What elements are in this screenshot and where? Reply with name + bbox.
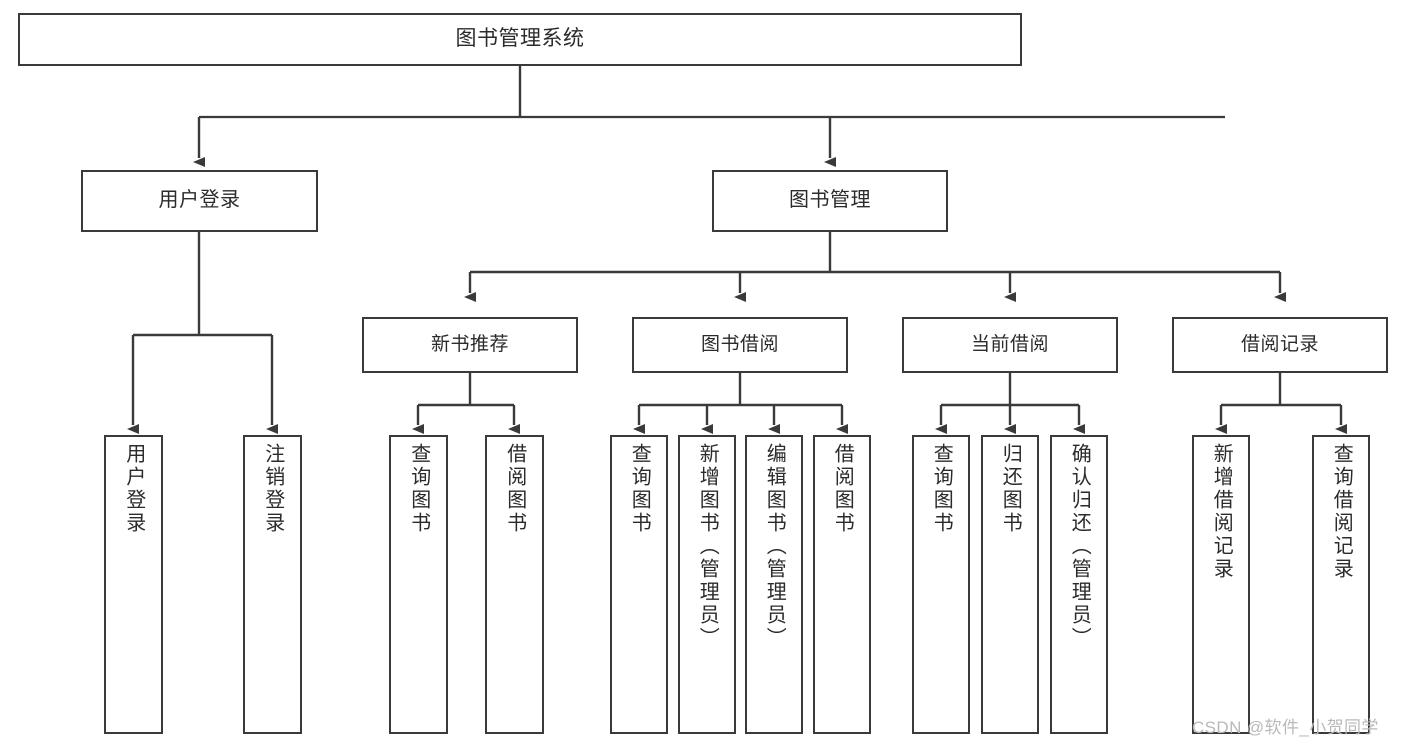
leaf-book-borrow-edit[interactable]: 编辑图书（管理员） (745, 435, 803, 734)
node-label: 用户登录 (158, 189, 241, 212)
node-label: 查询图书 (930, 443, 953, 535)
node-label: 用户登录 (122, 443, 145, 535)
node-current-borrow[interactable]: 当前借阅 (902, 317, 1118, 373)
node-label: 确认归还（管理员） (1068, 443, 1091, 650)
node-book-borrow[interactable]: 图书借阅 (632, 317, 848, 373)
watermark: CSDN @软件_小贺同学 (1192, 718, 1379, 737)
node-root-system[interactable]: 图书管理系统 (18, 13, 1022, 66)
leaf-current-borrow-query[interactable]: 查询图书 (912, 435, 970, 734)
leaf-borrow-record-add[interactable]: 新增借阅记录 (1192, 435, 1250, 734)
node-new-book-recommend[interactable]: 新书推荐 (362, 317, 578, 373)
leaf-current-borrow-confirm-return[interactable]: 确认归还（管理员） (1050, 435, 1108, 734)
node-label: 借阅图书 (503, 443, 526, 535)
leaf-borrow-record-query[interactable]: 查询借阅记录 (1312, 435, 1370, 734)
node-user-login[interactable]: 用户登录 (81, 170, 318, 232)
node-label: 图书管理 (789, 189, 871, 212)
node-label: 当前借阅 (970, 333, 1049, 355)
leaf-new-book-query[interactable]: 查询图书 (389, 435, 448, 734)
node-label: 借阅图书 (831, 443, 854, 535)
node-label: 查询图书 (407, 443, 430, 535)
leaf-user-login-login[interactable]: 用户登录 (104, 435, 163, 734)
node-label: 图书借阅 (700, 333, 779, 355)
node-label: 借阅记录 (1240, 333, 1319, 355)
node-label: 归还图书 (999, 443, 1022, 535)
leaf-new-book-borrow[interactable]: 借阅图书 (485, 435, 544, 734)
node-label: 查询图书 (628, 443, 651, 535)
node-label: 新增图书（管理员） (696, 443, 719, 650)
node-borrow-record[interactable]: 借阅记录 (1172, 317, 1388, 373)
node-label: 新书推荐 (430, 333, 509, 355)
node-label: 新增借阅记录 (1210, 443, 1233, 581)
leaf-user-login-logout[interactable]: 注销登录 (243, 435, 302, 734)
node-label: 图书管理系统 (455, 27, 585, 51)
node-book-management[interactable]: 图书管理 (712, 170, 948, 232)
leaf-book-borrow-borrow[interactable]: 借阅图书 (813, 435, 871, 734)
node-label: 编辑图书（管理员） (763, 443, 786, 650)
leaf-current-borrow-return[interactable]: 归还图书 (981, 435, 1039, 734)
node-label: 查询借阅记录 (1330, 443, 1353, 581)
leaf-book-borrow-query[interactable]: 查询图书 (610, 435, 668, 734)
leaf-book-borrow-add[interactable]: 新增图书（管理员） (678, 435, 736, 734)
node-label: 注销登录 (261, 443, 284, 535)
